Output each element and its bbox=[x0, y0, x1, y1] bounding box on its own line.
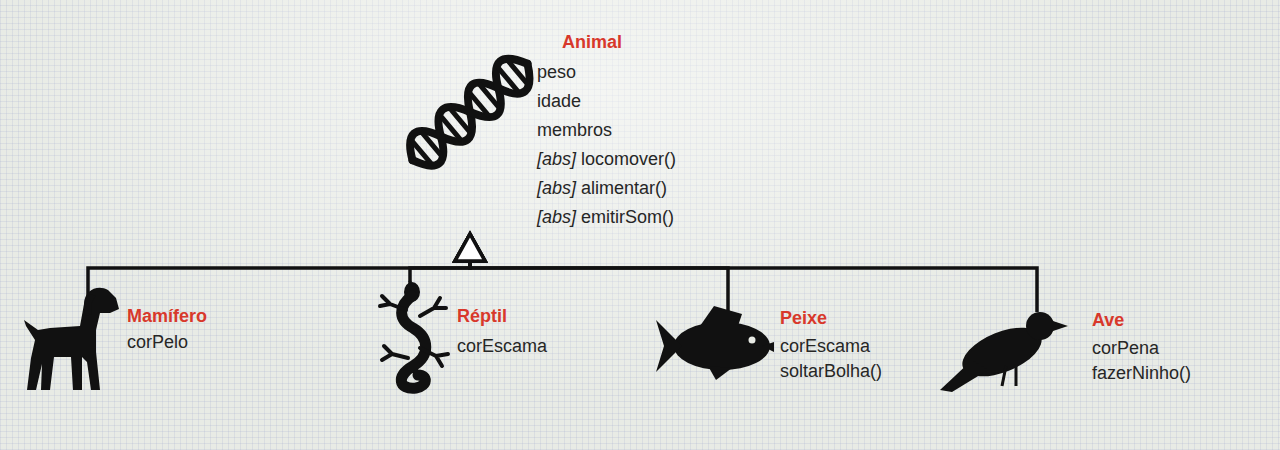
class-member: peso bbox=[537, 58, 676, 87]
connector-line bbox=[410, 261, 470, 282]
inheritance-arrowhead bbox=[455, 234, 485, 261]
class-member: [abs] locomover() bbox=[537, 145, 676, 174]
inheritance-arrowhead bbox=[455, 234, 485, 261]
class-member: corEscama bbox=[457, 334, 547, 359]
class-name: Mamífero bbox=[127, 304, 207, 328]
inheritance-arrowhead bbox=[455, 234, 485, 261]
inheritance-arrowhead bbox=[455, 234, 485, 261]
class-node: Animalpesoidademembros[abs] locomover()[… bbox=[405, 28, 684, 234]
inheritance-connector bbox=[88, 234, 485, 282]
connector-line bbox=[88, 261, 470, 282]
class-member: membros bbox=[537, 116, 676, 145]
class-name: Réptil bbox=[457, 304, 547, 328]
class-node: Peixe corEscamasoltarBolha() bbox=[648, 282, 890, 394]
class-member: soltarBolha() bbox=[780, 359, 882, 384]
class-member: corPena bbox=[1092, 336, 1191, 361]
dna-icon bbox=[400, 49, 540, 175]
inheritance-connector bbox=[410, 234, 485, 282]
lizard-icon bbox=[380, 282, 448, 388]
class-member: [abs] alimentar() bbox=[537, 174, 676, 203]
class-name: Ave bbox=[1092, 308, 1191, 332]
class-node: Ave corPenafazerNinho() bbox=[935, 282, 1199, 394]
class-member: corPelo bbox=[127, 330, 207, 355]
fish-icon bbox=[656, 282, 774, 380]
inheritance-connector bbox=[455, 234, 728, 282]
connector-line bbox=[470, 261, 728, 282]
class-member: [abs] emitirSom() bbox=[537, 203, 676, 232]
class-node: MamíferocorPelo bbox=[20, 282, 215, 394]
class-node: Réptil corEscama bbox=[368, 282, 555, 394]
connector-line bbox=[470, 261, 1037, 282]
dog-icon bbox=[24, 282, 119, 390]
class-member: idade bbox=[537, 87, 676, 116]
class-name: Peixe bbox=[780, 306, 882, 330]
class-member: corEscama bbox=[780, 334, 882, 359]
bird-icon bbox=[940, 282, 1068, 392]
class-name: Animal bbox=[562, 30, 676, 54]
inheritance-connector bbox=[455, 234, 1037, 282]
class-member: fazerNinho() bbox=[1092, 361, 1191, 386]
